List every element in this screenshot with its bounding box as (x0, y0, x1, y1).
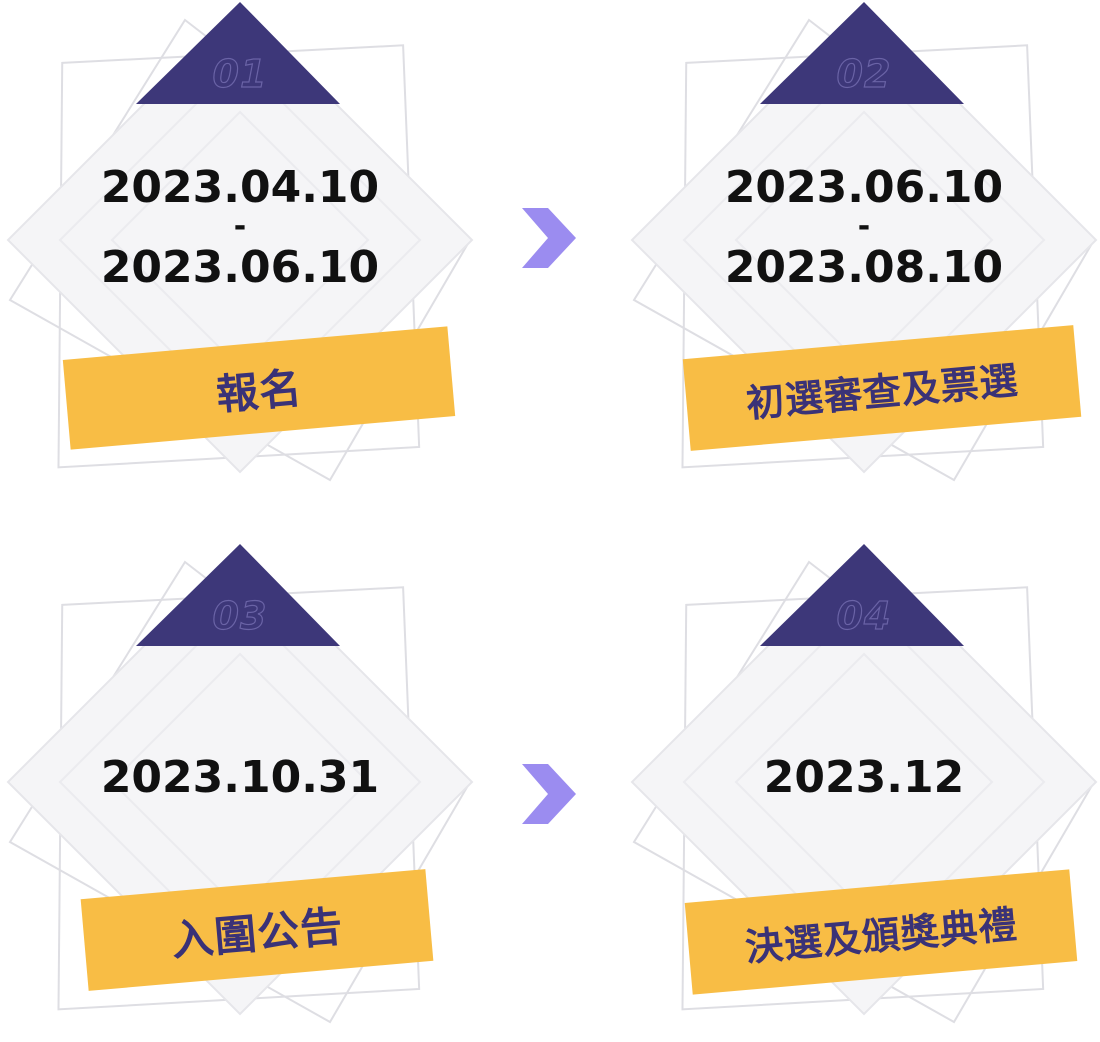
step-date-end-2: 2023.08.10 (724, 242, 1004, 293)
step-number-3: 03 (212, 593, 268, 638)
step-date-separator-1: - (233, 209, 247, 244)
chevron-right-icon (522, 764, 576, 824)
step-number-2: 02 (836, 51, 892, 96)
step-card-1: 01 2023.04.10 - 2023.06.10 報名 (0, 0, 480, 500)
step-card-2: 02 2023.06.10 - 2023.08.10 初選審查及票選 (624, 0, 1100, 500)
step-number-1: 01 (212, 51, 268, 96)
step-date-end-1: 2023.06.10 (100, 242, 380, 293)
chevron-right-icon (522, 208, 576, 268)
step-card-4: 04 2023.12 決選及頒獎典禮 (624, 542, 1100, 1042)
step-date-start-2: 2023.06.10 (724, 162, 1004, 213)
step-card-3: 03 2023.10.31 入圍公告 (0, 542, 480, 1042)
step-date-separator-2: - (857, 209, 871, 244)
step-date-3: 2023.10.31 (100, 752, 380, 803)
step-date-4: 2023.12 (763, 752, 965, 803)
step-number-4: 04 (836, 593, 892, 638)
step-date-start-1: 2023.04.10 (100, 162, 380, 213)
